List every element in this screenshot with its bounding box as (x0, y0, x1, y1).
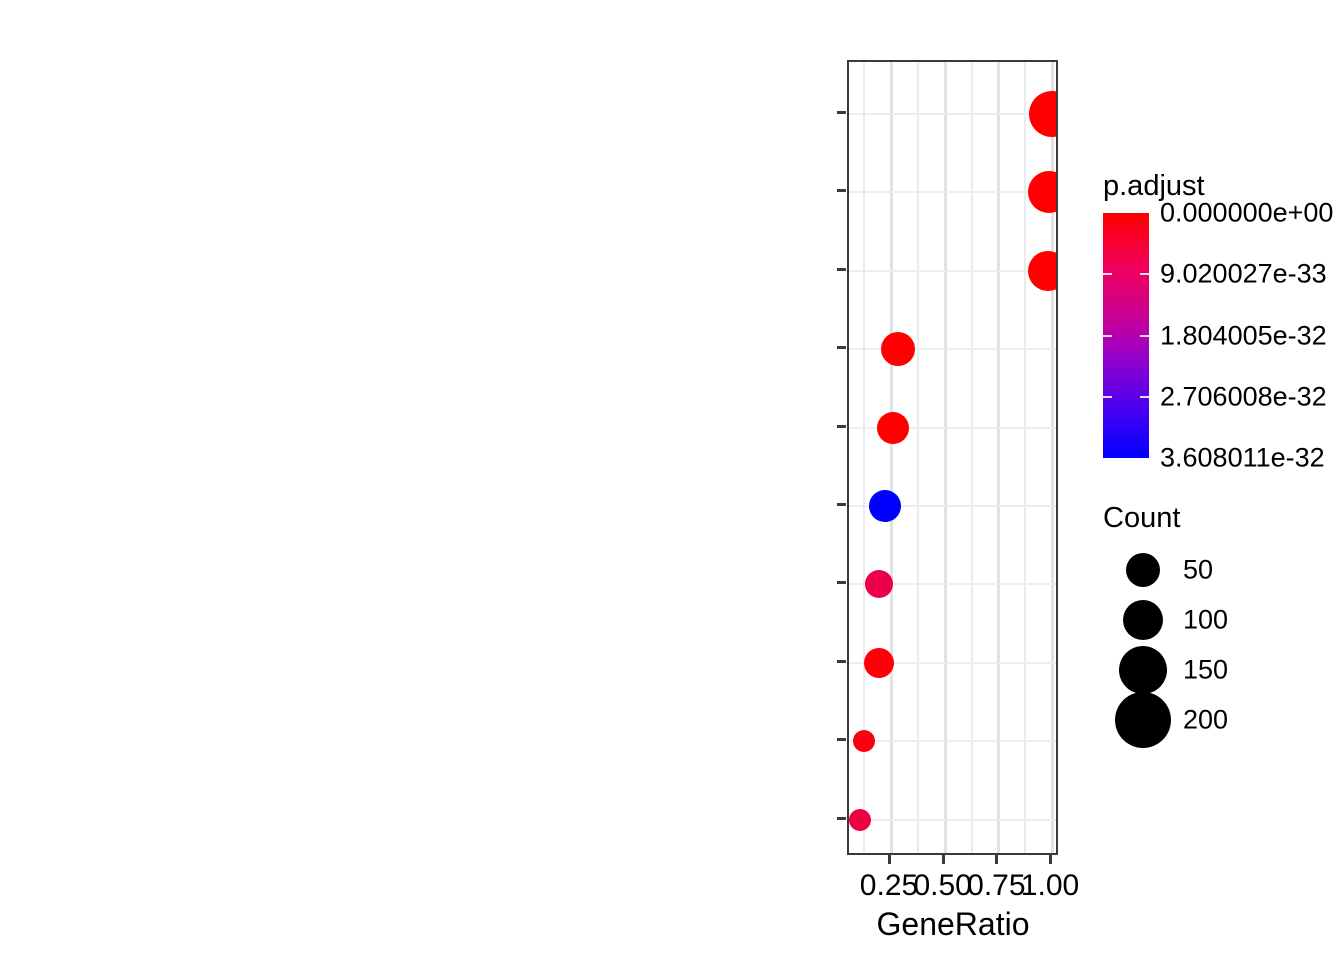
gridline-major-x (997, 62, 1001, 853)
y-axis-tick (837, 738, 846, 742)
x-axis-tick (941, 855, 945, 864)
x-axis-tick-label: 0.75 (967, 869, 1026, 902)
x-axis-tick (1049, 855, 1052, 864)
colorbar-segment-tick (1103, 395, 1112, 398)
y-axis-tick (837, 503, 846, 506)
gridline-major-y (849, 583, 1056, 586)
legend-p-adjust-title: p.adjust (1103, 170, 1205, 202)
legend-count-label: 200 (1183, 704, 1229, 735)
y-axis-tick (837, 659, 846, 663)
gridline-major-y (849, 661, 1056, 664)
x-axis-tick-label: 0.50 (913, 869, 972, 902)
gridline-major-y (849, 269, 1056, 272)
x-axis-title: GeneRatio (876, 906, 1030, 942)
gridline-major-y (849, 505, 1056, 507)
colorbar-tick-label: 9.020027e-33 (1160, 258, 1327, 289)
legend-count-swatch (1115, 692, 1171, 748)
data-point-dot (869, 490, 902, 522)
y-axis-tick (837, 581, 846, 585)
gridline-minor-x (970, 62, 973, 853)
gridline-major-y (849, 740, 1056, 743)
legend-count-title: Count (1103, 502, 1181, 534)
data-point-dot (852, 730, 875, 753)
data-point-dot (864, 570, 893, 599)
colorbar-segment-tick (1140, 334, 1149, 337)
y-axis-tick (837, 424, 846, 428)
data-point-dot (1029, 91, 1056, 137)
gridline-major-y (849, 348, 1056, 351)
gridline-minor-x (1024, 62, 1027, 853)
legend-count-label: 100 (1183, 604, 1229, 635)
legend-count-label: 150 (1183, 654, 1229, 685)
colorbar-tick-label: 0.000000e+00 (1160, 197, 1334, 228)
y-axis-tick (837, 346, 846, 350)
data-point-dot (849, 808, 871, 831)
x-axis-tick-label: 0.25 (859, 869, 919, 902)
x-axis-tick (888, 855, 891, 864)
colorbar-tick-label: 2.706008e-32 (1160, 381, 1327, 412)
y-axis-tick (837, 189, 846, 193)
x-axis-tick (995, 855, 999, 864)
colorbar-segment-tick (1103, 273, 1112, 276)
gridline-major-y (849, 818, 1056, 821)
legend-count-swatch (1119, 646, 1167, 694)
gridline-major-x (890, 62, 893, 853)
colorbar-tick-label: 1.804005e-32 (1160, 320, 1327, 350)
data-point-dot (863, 647, 894, 678)
gridline-major-y (849, 191, 1056, 194)
y-axis-tick (837, 111, 846, 114)
data-point-dot (1027, 171, 1056, 214)
data-point-dot (880, 332, 915, 367)
gridline-major-y (849, 113, 1056, 115)
legend-count-label: 50 (1183, 554, 1214, 585)
data-point-dot (1028, 250, 1056, 291)
data-point-dot (876, 411, 909, 444)
p-adjust-colorbar (1103, 213, 1149, 458)
gridline-minor-x (916, 62, 919, 853)
legend-count-swatch (1126, 553, 1160, 587)
x-axis-tick-label: 1.00 (1020, 869, 1080, 902)
plot-panel (847, 60, 1058, 855)
colorbar-segment-tick (1103, 334, 1112, 337)
gridline-minor-x (863, 62, 866, 853)
colorbar-segment-tick (1140, 273, 1149, 276)
gridline-major-x (943, 62, 947, 853)
gridline-major-x (1051, 62, 1054, 853)
y-axis-tick (837, 816, 846, 820)
y-axis-tick (837, 267, 846, 271)
gridline-major-y (849, 426, 1056, 429)
colorbar-tick-label: 3.608011e-32 (1160, 442, 1325, 473)
legend-count-swatch (1123, 600, 1163, 640)
colorbar-segment-tick (1140, 395, 1149, 398)
